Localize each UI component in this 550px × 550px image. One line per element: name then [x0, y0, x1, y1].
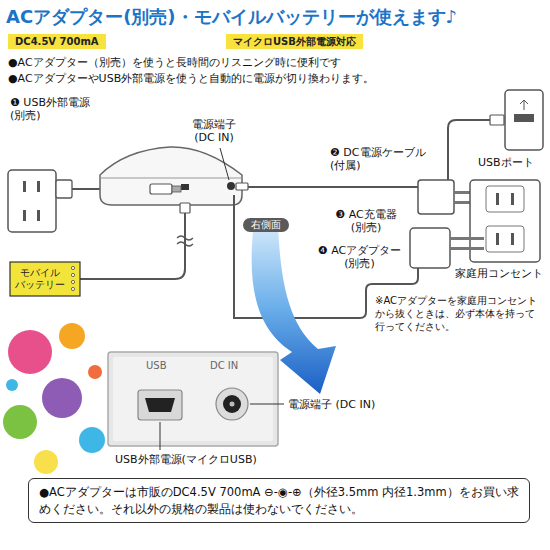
- prong: [450, 237, 484, 240]
- leader-line: [160, 422, 161, 450]
- usb-slot: [514, 114, 534, 122]
- prong: [450, 247, 484, 250]
- mobile-battery-shape: [10, 262, 80, 296]
- callout-label: ❶ USB外部電源 (別売): [10, 96, 102, 122]
- callout-label: ❸ AC充電器 (別売): [330, 208, 402, 234]
- part-label: USBポート: [478, 156, 534, 169]
- splatter: [88, 365, 102, 379]
- level-dot: [71, 280, 74, 283]
- plug-tip: [172, 186, 181, 192]
- wall-outlet-left: [8, 170, 72, 232]
- dc-jack-hole: [223, 395, 241, 413]
- dc-plug: [236, 183, 248, 190]
- usb-port: [181, 184, 189, 190]
- callout-label: ❹ ACアダプター (別売): [312, 244, 407, 270]
- usb-port-box: [448, 90, 543, 180]
- title: ACアダプター(別売)・モバイルバッテリーが使えます♪: [6, 5, 457, 29]
- micro-usb-frame: [138, 390, 182, 420]
- ac-adapter: [410, 228, 484, 268]
- part-label: 電源端子 (DC IN): [186, 118, 242, 144]
- side-label-pill: 右側面: [243, 218, 289, 232]
- paint-splatter: [3, 323, 105, 474]
- leader-line: [220, 148, 229, 180]
- usb-plug: [150, 184, 181, 194]
- part-label: 電源端子 (DC IN): [288, 398, 375, 411]
- dc-jack-pin: [230, 402, 235, 407]
- micro-usb-port: [145, 398, 175, 412]
- usb-plug: [490, 115, 504, 125]
- level-dot: [71, 287, 74, 290]
- socket-slot: [23, 210, 26, 221]
- usb-port-housing: [505, 90, 543, 150]
- adapter-body: [410, 228, 450, 268]
- plug-body: [150, 184, 172, 194]
- bullet-note: ●ACアダプター（別売）を使うと長時間のリスニング時に便利です: [8, 56, 341, 69]
- level-dot: [71, 273, 74, 276]
- splatter: [59, 323, 85, 349]
- splatter: [3, 405, 37, 439]
- node-text: USB: [146, 360, 167, 372]
- socket-slot: [37, 181, 40, 192]
- charger-body: [418, 180, 454, 214]
- battery-body: [10, 262, 80, 296]
- leader-lines: [160, 148, 284, 450]
- spec-tag: DC4.5V 700mA: [8, 34, 106, 49]
- break-mark: [177, 242, 193, 246]
- break-mark: [177, 236, 193, 240]
- player-seam: [100, 178, 242, 179]
- splatter: [79, 427, 105, 453]
- caution-note: ※ACアダプターを家庭用コンセントから抜くときは、必ず本体を持って行ってください…: [375, 294, 543, 333]
- part-label: 家庭用コンセント: [455, 267, 543, 280]
- splatter: [6, 379, 18, 391]
- outlet-plate: [8, 170, 56, 232]
- socket-slot: [23, 181, 26, 192]
- node-text: DC4.5V 700mA: [15, 35, 99, 48]
- level-dot: [71, 266, 74, 269]
- note-box: ●ACアダプターは市販のDC4.5V 700mA ⊖-◉-⊕（外径3.5mm 内…: [28, 478, 530, 523]
- player-shell: [100, 147, 242, 205]
- player-body: [100, 147, 242, 205]
- zoom-panel-shape: [108, 352, 278, 446]
- socket-frame: [486, 226, 524, 252]
- dc-jack: [227, 182, 235, 190]
- plug-body: [180, 203, 190, 213]
- socket-slot: [496, 233, 499, 245]
- splatter: [8, 330, 52, 374]
- cable: [80, 213, 185, 279]
- splatter: [42, 378, 82, 418]
- socket-frame: [486, 186, 524, 212]
- socket-slot: [496, 193, 499, 205]
- socket-slot: [511, 233, 514, 245]
- spec-tag: マイクロUSB外部電源対応: [226, 34, 363, 49]
- splatter: [34, 450, 58, 474]
- cable: [448, 120, 490, 180]
- node-text: ●ACアダプターは市販のDC4.5V 700mA ⊖-◉-⊕（外径3.5mm 内…: [39, 484, 519, 517]
- dc-jack-ring: [216, 388, 248, 420]
- panel-face: [108, 352, 278, 446]
- panel-inner: [113, 357, 273, 441]
- mobile-battery: モバイルバッテリー: [10, 262, 70, 296]
- battery-cable: [80, 203, 193, 279]
- usb-power-plug: [56, 180, 72, 198]
- bullet-note: ●ACアダプターやUSB外部電源を使うと自動的に電源が切り換わります。: [8, 72, 374, 85]
- usb-icon: [520, 100, 528, 110]
- node-text: モバイルバッテリー: [14, 267, 66, 291]
- cable: [248, 186, 418, 188]
- socket-slot: [511, 193, 514, 205]
- zoom-panel: USB DC IN: [108, 352, 278, 446]
- socket-slot: [37, 210, 40, 221]
- callout-label: ❷ DC電源ケーブル (付属): [330, 146, 445, 172]
- node-text: マイクロUSB外部電源対応: [233, 35, 356, 48]
- node-text: DC IN: [210, 360, 238, 372]
- part-label: USB外部電源(マイクロUSB): [115, 453, 257, 466]
- leader-line: [250, 404, 284, 405]
- node-text: 右側面: [251, 219, 281, 231]
